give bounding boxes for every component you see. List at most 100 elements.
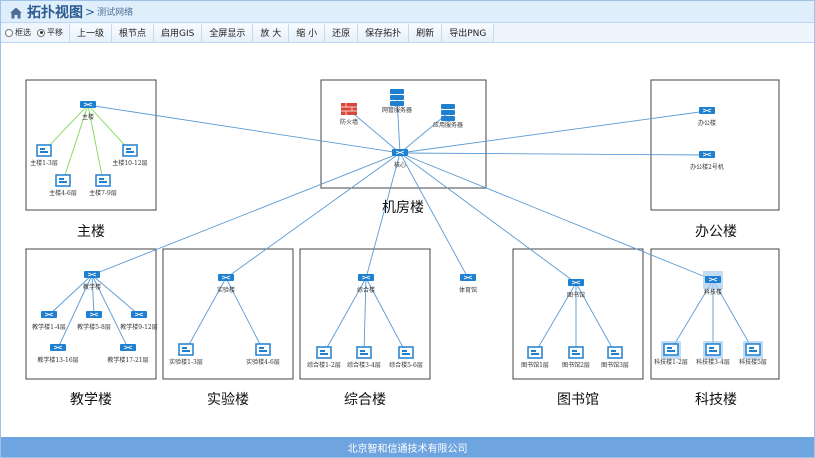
node-label: 应用服务器 [433,121,463,129]
node-web_server[interactable]: 网管服务器 [382,89,412,114]
node-label: 教学楼 [83,283,101,291]
node-lib_2[interactable]: 图书馆2层 [562,346,590,369]
switch-icon [86,311,102,318]
link-complex_sw-complex_2 [363,277,367,354]
node-label: 科技楼1-2层 [654,358,688,366]
node-main_2[interactable]: 主楼4-6层 [49,174,77,197]
node-tech_2[interactable]: 科技楼3-4层 [696,341,730,366]
node-core[interactable]: 核心 [392,149,408,169]
company-name: 北京智和信通技术有限公司 [347,443,468,455]
link-core-gym [399,152,469,279]
node-main_sw[interactable]: 主楼 [80,101,96,121]
link-tech_sw-tech_1 [670,279,714,351]
node-label: 主楼1-3层 [30,159,58,167]
node-teach_1[interactable]: 教学楼1-4层 [32,311,66,331]
node-teach_sw[interactable]: 教学楼 [83,271,101,291]
node-label: 教学楼1-4层 [32,323,66,331]
hub-icon [745,343,761,356]
node-office_2[interactable]: 办公楼2号机 [690,151,724,171]
zone-label-lab: 实验楼 [207,392,249,408]
refresh-button[interactable]: 刷新 [409,23,443,42]
node-main_3[interactable]: 主楼7-9层 [89,174,117,197]
node-teach_5[interactable]: 教学楼17-21层 [107,344,149,364]
save-topology-button[interactable]: 保存拓扑 [358,23,410,42]
root-node-button[interactable]: 根节点 [112,23,155,42]
node-teach_3[interactable]: 教学楼9-12层 [120,311,158,331]
node-label: 主楼 [82,113,94,121]
switch-icon [131,311,147,318]
radio-label: 框选 [15,28,31,37]
reset-button[interactable]: 还原 [325,23,359,42]
node-label: 图书馆 [567,291,585,299]
node-main_4[interactable]: 主楼10-12层 [112,144,148,167]
node-office_1[interactable]: 办公楼 [698,107,716,127]
node-complex_2[interactable]: 综合楼3-4层 [347,346,381,369]
node-label: 综合楼3-4层 [347,361,381,369]
node-tech_1[interactable]: 科技楼1-2层 [654,341,688,366]
node-app_server[interactable]: 应用服务器 [433,104,463,129]
node-teach_2[interactable]: 教学楼5-8层 [77,311,111,331]
topology-canvas[interactable]: 核心防火墙网管服务器应用服务器主楼主楼1-3层主楼4-6层主楼7-9层主楼10-… [1,43,814,437]
link-lab_sw-lab_2 [225,277,264,351]
radio-dot[interactable] [5,28,13,37]
link-core-tech_sw [399,152,714,281]
hub-icon [178,343,194,356]
link-lib_sw-lib_3 [575,282,616,354]
pan-mode-radio[interactable]: 平移 [37,27,63,38]
node-label: 办公楼 [698,119,716,127]
link-core-office_1 [399,110,708,154]
switch-icon [705,276,721,283]
node-label: 科技楼5层 [739,358,767,366]
node-lab_2[interactable]: 实验楼4-6层 [246,343,280,366]
node-label: 实验楼1-3层 [169,358,203,366]
title-bar: 拓扑视图 > 测试网络 [1,1,814,23]
breadcrumb-current[interactable]: 测试网络 [97,8,134,18]
node-complex_1[interactable]: 综合楼1-2层 [307,346,341,369]
node-gym[interactable]: 体育馆 [459,274,477,294]
zone-box-office [650,79,780,211]
link-main_sw-main_1 [43,104,89,152]
zone-label-main: 主楼 [77,224,105,240]
node-tech_sw[interactable]: 科技楼 [703,271,723,296]
hub-icon [356,346,372,359]
radio-label: 平移 [47,28,63,37]
export-png-button[interactable]: 导出PNG [442,23,495,42]
up-level-button[interactable]: 上一级 [69,23,113,42]
node-firewall[interactable]: 防火墙 [340,103,358,126]
hub-icon [705,343,721,356]
switch-icon [699,151,715,158]
zoom-out-button[interactable]: 缩 小 [289,23,326,42]
topology-graph[interactable]: 核心防火墙网管服务器应用服务器主楼主楼1-3层主楼4-6层主楼7-9层主楼10-… [1,43,814,437]
link-teach_sw-teach_2 [91,274,95,316]
node-main_1[interactable]: 主楼1-3层 [30,144,58,167]
zone-label-office: 办公楼 [695,224,737,240]
node-teach_4[interactable]: 教学楼13-16层 [37,344,79,364]
link-core-teach_sw [91,152,401,276]
node-lab_sw[interactable]: 实验楼 [217,274,235,294]
footer: 北京智和信通技术有限公司 [1,437,814,457]
node-lib_1[interactable]: 图书馆1层 [521,346,549,369]
node-label: 主楼10-12层 [112,159,147,167]
select-mode-radio[interactable]: 框选 [5,27,31,38]
node-label: 办公楼2号机 [690,163,724,171]
enable-gis-button[interactable]: 启用GIS [154,23,203,42]
node-label: 图书馆1层 [521,361,549,369]
node-label: 主楼4-6层 [49,189,77,197]
hub-icon [36,144,52,157]
node-lib_3[interactable]: 图书馆3层 [601,346,629,369]
switch-icon [50,344,66,351]
radio-dot[interactable] [37,28,45,37]
node-complex_3[interactable]: 综合楼5-6层 [389,346,423,369]
node-lab_1[interactable]: 实验楼1-3层 [169,343,203,366]
node-label: 科技楼 [704,288,722,296]
node-tech_3[interactable]: 科技楼5层 [739,341,767,366]
zoom-in-button[interactable]: 放 大 [253,23,290,42]
fullscreen-button[interactable]: 全屏显示 [202,23,254,42]
home-icon[interactable] [9,5,23,19]
hub-icon [663,343,679,356]
node-lib_sw[interactable]: 图书馆 [567,279,585,299]
node-complex_sw[interactable]: 综合楼 [357,274,375,294]
node-label: 网管服务器 [382,106,412,114]
node-label: 教学楼5-8层 [77,323,111,331]
hub-icon [255,343,271,356]
